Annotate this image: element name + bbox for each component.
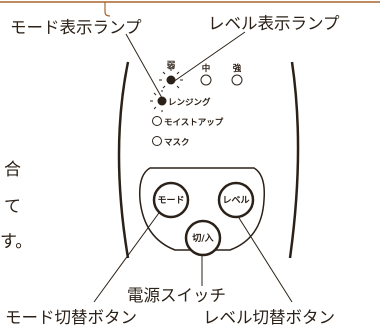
mode-lamp-leader xyxy=(125,33,163,99)
mode-label-3: マスク xyxy=(164,137,190,148)
mode-button-leader xyxy=(93,205,165,303)
level-lamp-leader xyxy=(172,31,246,83)
level-label-weak: 弱 xyxy=(167,60,176,71)
mode-lamp-rays xyxy=(150,90,163,112)
level-button-callout: レベル切替ボタン xyxy=(203,308,335,327)
side-text-3: す。 xyxy=(0,232,33,252)
level-button[interactable] xyxy=(217,181,255,219)
power-button-label: 切/入 xyxy=(192,233,213,244)
level-lamp-weak-lit xyxy=(166,75,176,85)
level-label-mid: 中 xyxy=(202,63,211,74)
device-left-edge xyxy=(117,61,130,259)
level-label-strong: 強 xyxy=(233,63,242,74)
power-switch-callout: 電源スイッチ xyxy=(127,286,226,305)
side-text-1: 合 xyxy=(4,160,21,180)
mode-label-2: モイストアップ xyxy=(164,117,224,128)
level-lamp-callout: レベル表示ランプ xyxy=(208,14,340,33)
level-button-leader xyxy=(233,209,293,303)
mode-lamp-1-lit xyxy=(157,96,167,106)
side-text-2: て xyxy=(4,197,21,217)
device-right-edge xyxy=(288,61,300,259)
mode-lamp-callout: モード表示ランプ xyxy=(10,18,142,37)
mode-button[interactable] xyxy=(152,181,190,219)
mode-lamp-3 xyxy=(152,136,162,146)
mode-button-label: モード xyxy=(157,195,184,206)
mode-button-callout: モード切替ボタン xyxy=(5,308,137,327)
power-button[interactable] xyxy=(184,219,222,257)
button-panel xyxy=(138,167,266,251)
frame-corner xyxy=(104,2,111,17)
level-lamp-rays xyxy=(159,68,183,89)
level-lamp-strong xyxy=(231,74,243,86)
mode-label-1: レンジング xyxy=(168,97,211,108)
level-lamp-mid xyxy=(200,74,212,86)
level-button-label: レベル xyxy=(222,195,249,206)
mode-lamp-2 xyxy=(152,116,162,126)
